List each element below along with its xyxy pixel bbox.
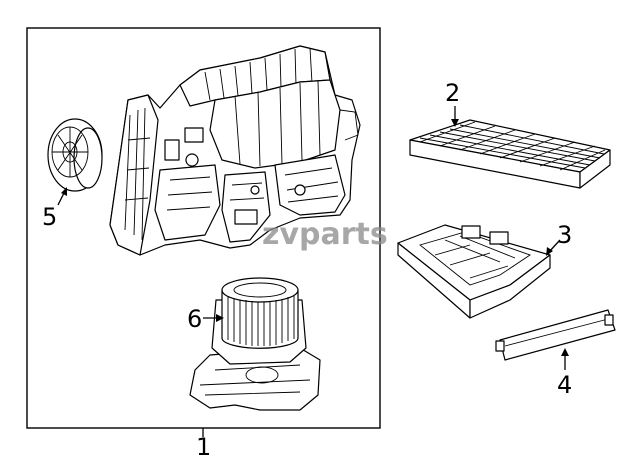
watermark-text: zvparts — [262, 217, 388, 252]
part-5-fan — [47, 118, 103, 192]
part-6-blower — [189, 277, 321, 411]
part-2-filter — [409, 119, 611, 189]
callout-1: 1 — [196, 433, 211, 461]
callout-6: 6 — [187, 305, 202, 333]
callout-4: 4 — [557, 371, 572, 399]
part-4-strip — [495, 309, 616, 361]
callout-5: 5 — [42, 203, 57, 231]
callout-3: 3 — [557, 221, 572, 249]
part-3-tray — [397, 224, 551, 319]
callout-2: 2 — [445, 79, 460, 107]
leader-lines — [57, 106, 569, 437]
hvac-housing — [109, 45, 361, 256]
